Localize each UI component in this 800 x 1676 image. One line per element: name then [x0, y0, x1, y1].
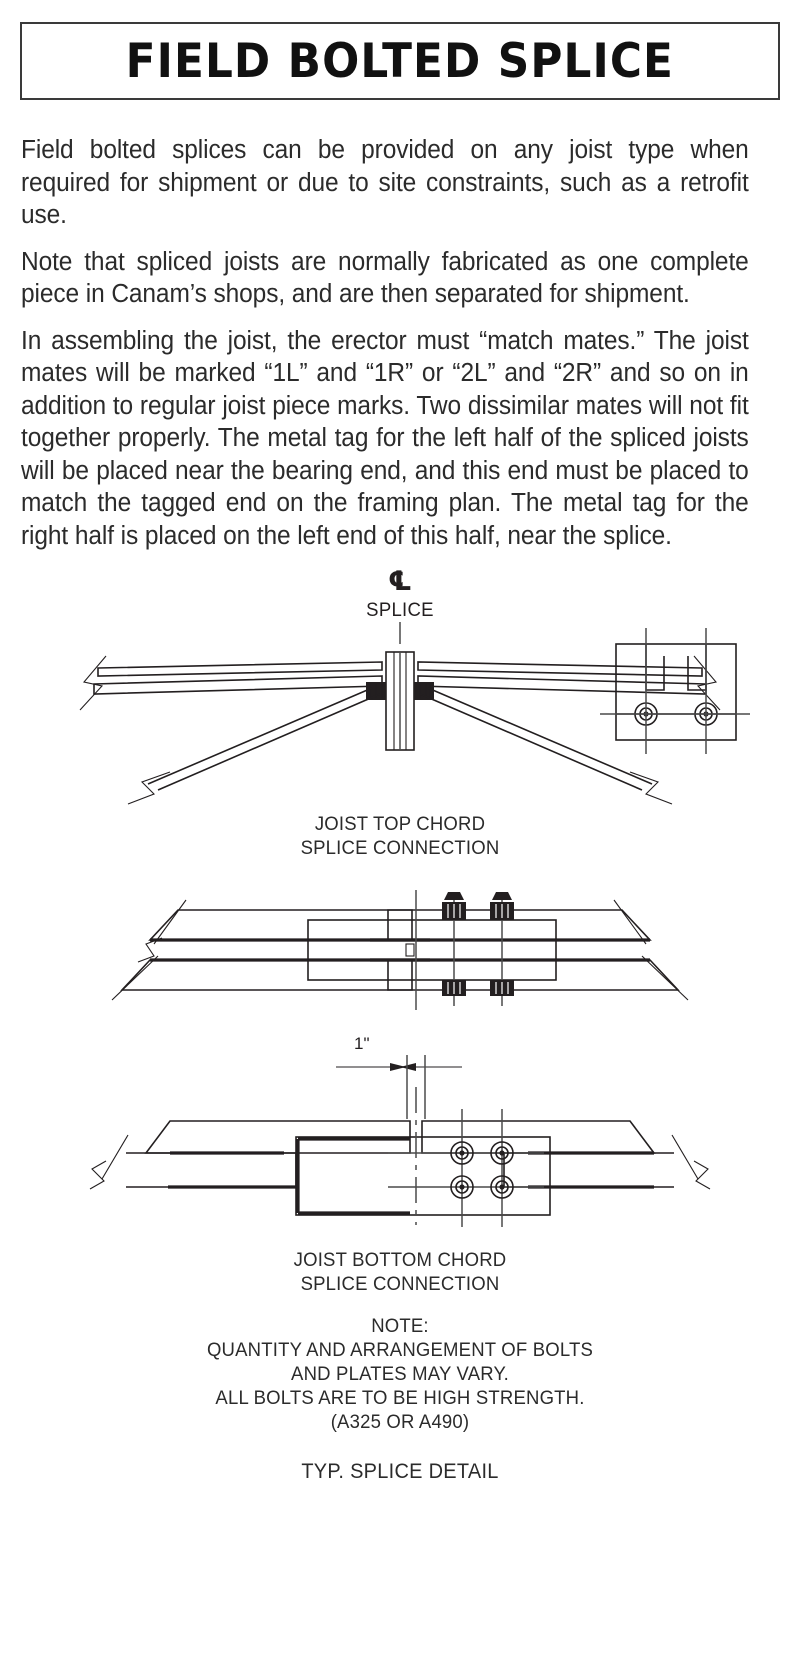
- bolt-column: [442, 892, 466, 1006]
- splice-plate-vertical: [385, 651, 415, 751]
- splice-label: SPLICE: [366, 599, 434, 621]
- bolt-column: [490, 892, 514, 1006]
- note-line-2: AND PLATES MAY VARY.: [291, 1363, 509, 1385]
- bolt-head: [490, 1175, 514, 1199]
- top-chord-right: [417, 655, 721, 711]
- figure-top-chord-section: [79, 622, 750, 805]
- chord-right-plan: [370, 899, 689, 1001]
- bottom-splice-plate: [295, 1136, 551, 1216]
- bolt-head: [490, 1141, 514, 1165]
- paragraph-3: In assembling the joist, the erector mus…: [21, 326, 749, 550]
- side-elevation-detail: [600, 628, 750, 754]
- typ-splice-detail-caption: TYP. SPLICE DETAIL: [301, 1460, 499, 1483]
- web-member-right: [419, 687, 673, 805]
- bottom-chord-caption-line-2: SPLICE CONNECTION: [300, 1273, 500, 1295]
- bottom-chord-caption-line-1: JOIST BOTTOM CHORD: [293, 1249, 507, 1271]
- bolt-head: [600, 628, 676, 754]
- paragraph-2: Note that spliced joists are normally fa…: [21, 247, 749, 309]
- page-title: FIELD BOLTED SPLICE: [125, 33, 675, 89]
- note-line-4: (A325 OR A490): [330, 1411, 470, 1433]
- web-member-left: [127, 687, 381, 805]
- dimension-label: 1": [354, 1034, 370, 1053]
- bolt-head: [676, 628, 750, 754]
- top-chord-caption: JOIST TOP CHORD SPLICE CONNECTION: [37, 812, 763, 860]
- chord-left-plan: [111, 899, 430, 1001]
- top-chord-left: [79, 655, 383, 711]
- note-block: NOTE: QUANTITY AND ARRANGEMENT OF BOLTS …: [37, 1314, 763, 1434]
- bolt-head: [450, 1175, 474, 1199]
- bottom-chord-right: [421, 1120, 711, 1190]
- centerline-icon: ℄: [387, 566, 413, 597]
- note-line-3: ALL BOLTS ARE TO BE HIGH STRENGTH.: [215, 1387, 585, 1409]
- centerline-marker: ℄: [18, 568, 782, 595]
- top-chord-caption-line-1: JOIST TOP CHORD: [314, 813, 486, 835]
- bolt-head: [450, 1141, 474, 1165]
- body-text: Field bolted splices can be provided on …: [18, 134, 782, 552]
- bottom-chord-caption: JOIST BOTTOM CHORD SPLICE CONNECTION: [37, 1248, 763, 1296]
- bottom-chord-left: [89, 1120, 411, 1190]
- document-page: FIELD BOLTED SPLICE Field bolted splices…: [0, 22, 800, 1676]
- title-banner: FIELD BOLTED SPLICE: [20, 22, 780, 100]
- figure-bottom-chord-plan: 1": [89, 1034, 711, 1227]
- figure-group: ℄ SPLICE: [18, 568, 782, 1484]
- note-heading: NOTE:: [371, 1315, 429, 1337]
- figure-top-chord-plan: [111, 890, 689, 1010]
- gap-mark: [405, 943, 415, 957]
- paragraph-1: Field bolted splices can be provided on …: [21, 136, 749, 229]
- dimension-one-inch: 1": [336, 1034, 462, 1119]
- top-chord-caption-line-2: SPLICE CONNECTION: [300, 837, 500, 859]
- bolt-grid: [388, 1109, 544, 1227]
- splice-plate-plan: [307, 919, 557, 981]
- note-line-1: QUANTITY AND ARRANGEMENT OF BOLTS: [206, 1339, 594, 1361]
